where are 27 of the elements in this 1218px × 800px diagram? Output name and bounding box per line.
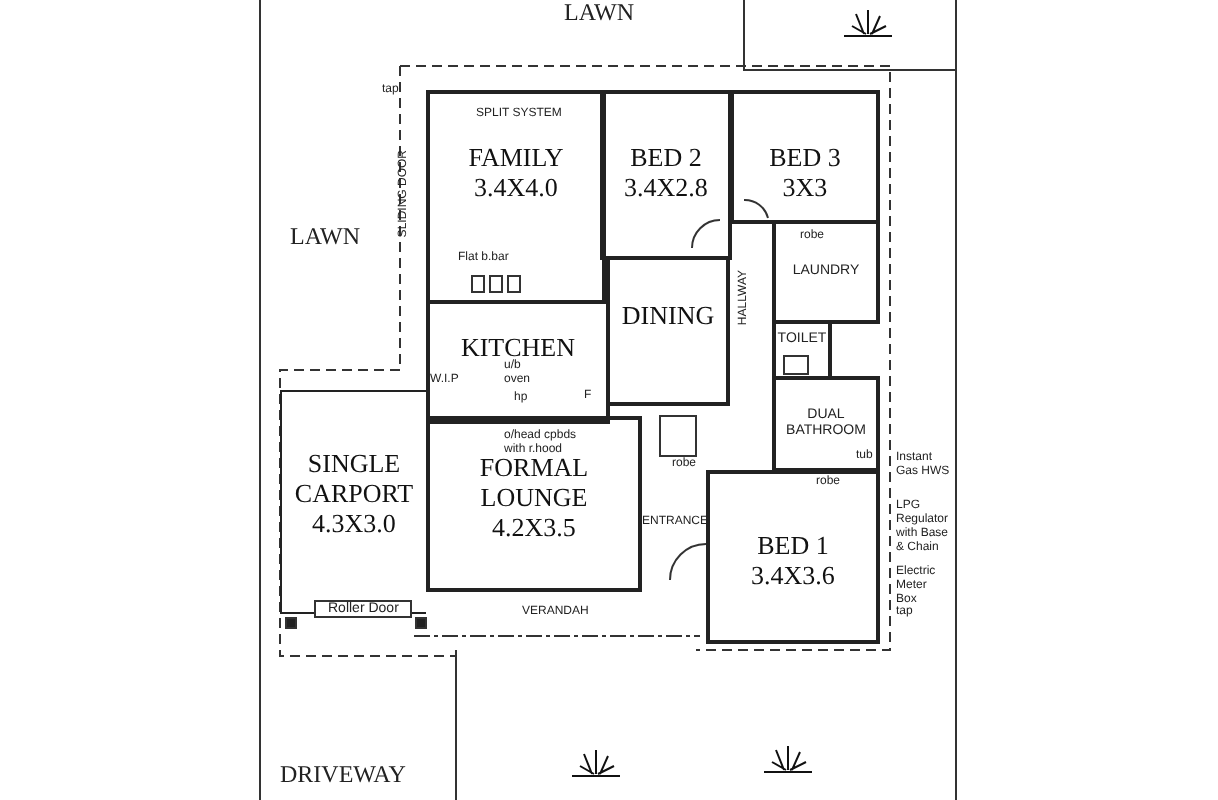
room-outline [600, 90, 732, 260]
room-name: BED 2 [630, 142, 702, 172]
room-name: DINING [621, 300, 715, 330]
room-name: KITCHEN [460, 332, 576, 362]
area-label: LAWN [564, 0, 635, 26]
room-outline [772, 220, 880, 324]
room-dimensions: 3X3 [782, 172, 828, 202]
room-outline [772, 320, 832, 380]
room-name: FORMAL LOUNGE [477, 452, 591, 512]
room-outline [426, 90, 606, 304]
room-outline [606, 256, 730, 406]
room-name: SINGLE CARPORT [292, 448, 416, 508]
room-name: FAMILY [468, 142, 564, 172]
room-outline [426, 416, 642, 592]
room-dimensions: 4.2X3.5 [492, 512, 576, 542]
room-outline [706, 470, 880, 644]
room-dimensions: 3.4X3.6 [751, 560, 835, 590]
room-outline [426, 300, 610, 424]
area-label: DRIVEWAY [280, 762, 406, 788]
area-label: LAWN [290, 224, 361, 250]
room-dimensions: 3.4X2.8 [624, 172, 708, 202]
room-dimensions: 3.4X4.0 [474, 172, 558, 202]
room-dimensions: 4.3X3.0 [312, 508, 396, 538]
room-outline [772, 376, 880, 472]
room-outline [730, 90, 880, 224]
room-name: BED 3 [769, 142, 841, 172]
room-name: BED 1 [757, 530, 829, 560]
